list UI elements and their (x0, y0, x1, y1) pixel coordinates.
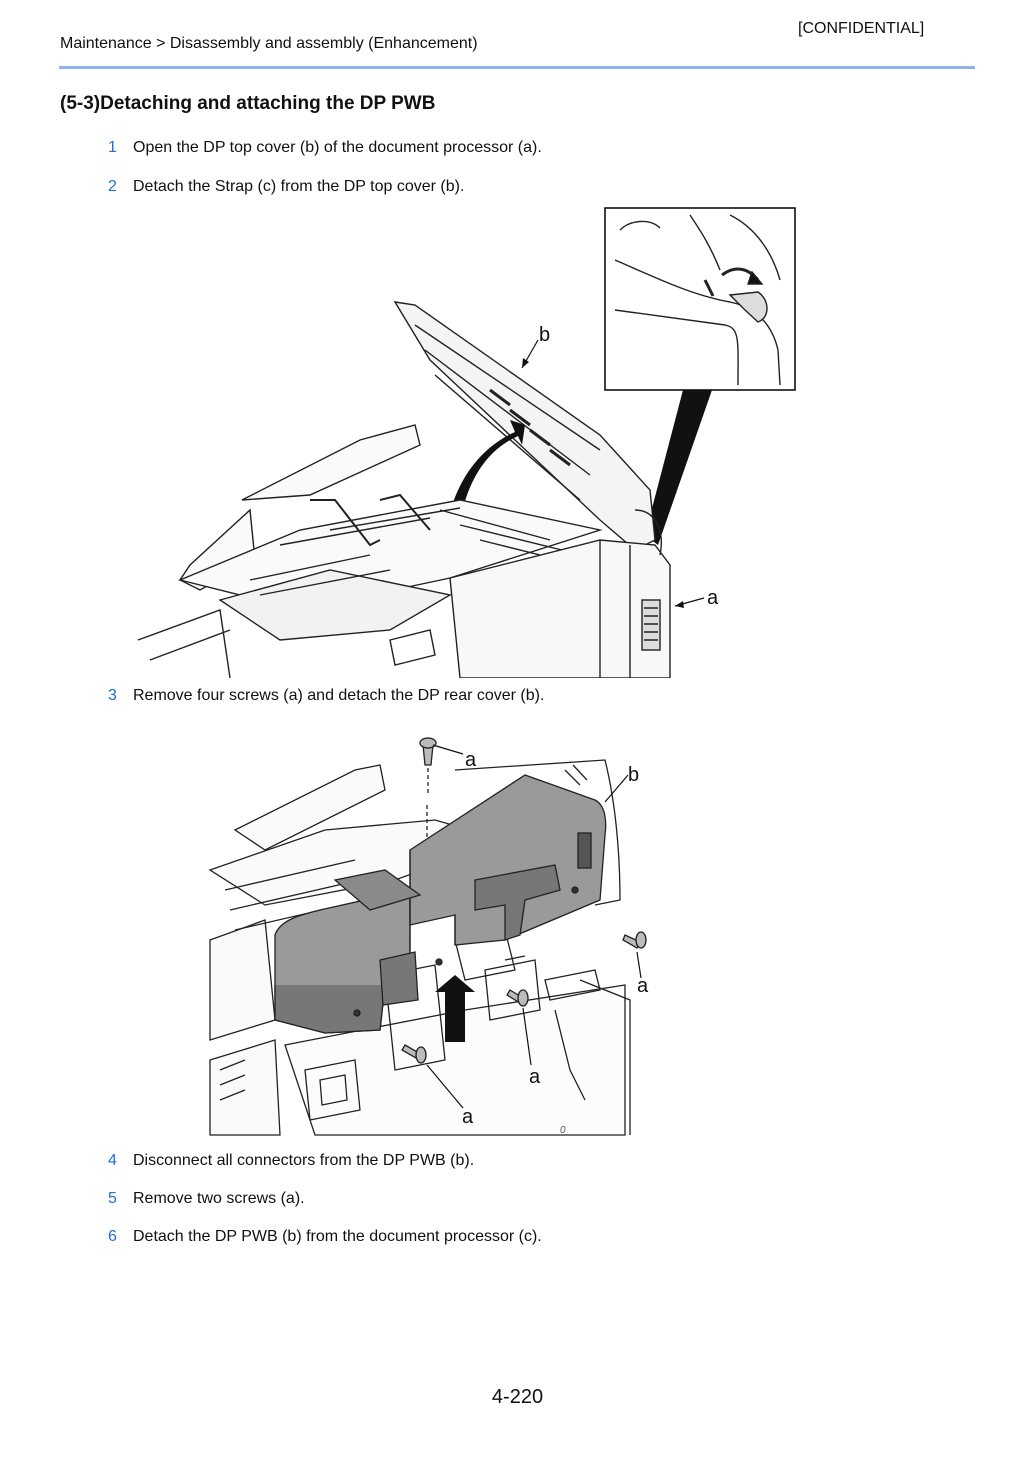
step-text: Remove four screws (a) and detach the DP… (133, 687, 545, 704)
confidential-label: [CONFIDENTIAL] (798, 20, 925, 37)
page-number: 4-220 (491, 1386, 544, 1408)
step-number: 6 (108, 1228, 117, 1245)
breadcrumb: Maintenance > Disassembly and assembly (… (60, 35, 478, 52)
figure-dp-top-cover: b a (137, 207, 796, 678)
callout-a: a (707, 587, 719, 609)
step-6: 6 Detach the DP PWB (b) from the document… (108, 1228, 542, 1246)
callout-b-rear-cover: b (628, 764, 639, 786)
step-4: 4 Disconnect all connectors from the DP P… (108, 1152, 474, 1170)
step-text: Remove two screws (a). (133, 1190, 305, 1207)
step-text: Detach the Strap (c) from the DP top cov… (133, 178, 465, 195)
figure-mark: 0 (560, 1125, 566, 1136)
header-divider (59, 66, 975, 69)
callout-a-left-screw: a (462, 1106, 474, 1128)
section-title: (5-3)Detaching and attaching the DP PWB (60, 93, 436, 114)
step-2: 2 Detach the Strap (c) from the DP top co… (108, 178, 464, 196)
figure-dp-rear-cover: a b a a a 0 (208, 737, 649, 1136)
step-number: 1 (108, 139, 117, 156)
callout-a-right-screw: a (637, 975, 649, 997)
step-text: Detach the DP PWB (b) from the document … (133, 1228, 542, 1245)
step-3: 3 Remove four screws (a) and detach the D… (108, 687, 544, 705)
step-number: 3 (108, 687, 117, 704)
step-number: 2 (108, 178, 117, 195)
step-5: 5 Remove two screws (a). (108, 1190, 305, 1208)
step-number: 4 (108, 1152, 117, 1169)
step-number: 5 (108, 1190, 117, 1207)
detail-inset-frame (604, 207, 796, 391)
step-text: Disconnect all connectors from the DP PW… (133, 1152, 475, 1169)
callout-b: b (539, 324, 550, 346)
callout-a-top-screw: a (465, 749, 477, 771)
callout-a-center-screw: a (529, 1066, 541, 1088)
step-text: Open the DP top cover (b) of the documen… (133, 139, 542, 156)
step-1: 1 Open the DP top cover (b) of the docume… (108, 139, 542, 157)
